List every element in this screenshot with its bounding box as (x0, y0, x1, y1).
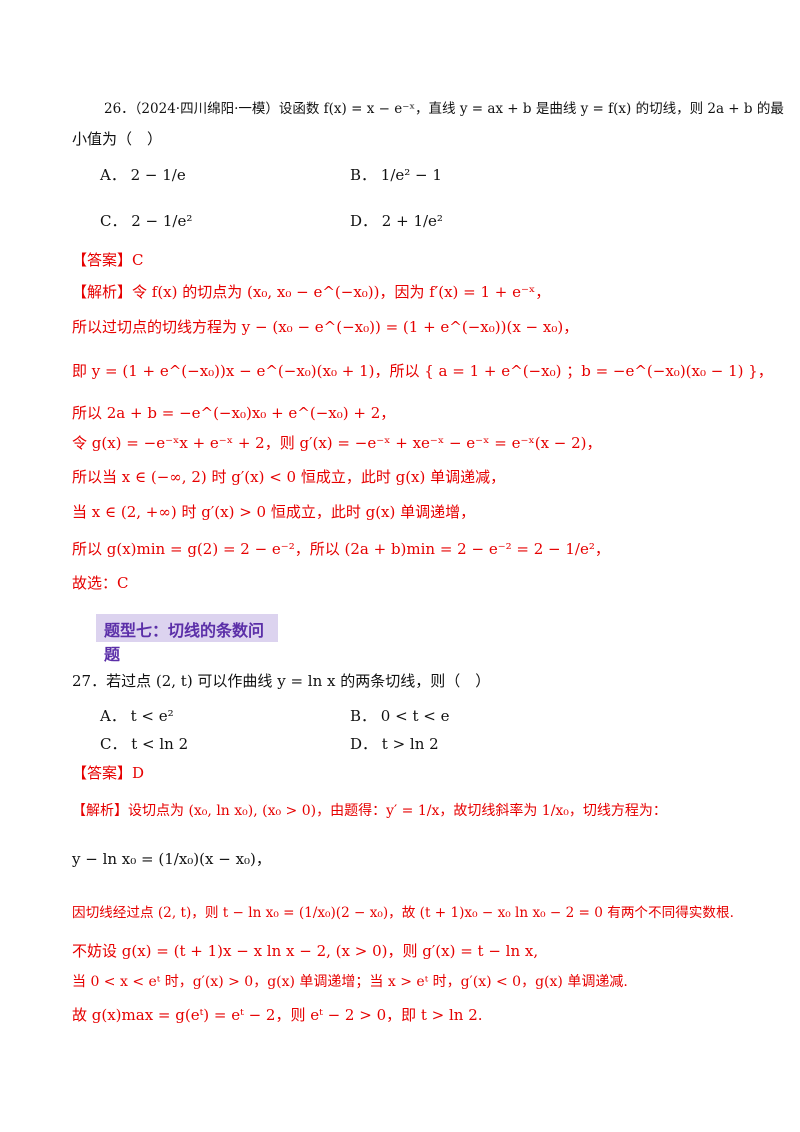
q27-solution-line: 故 g(x)max = g(eᵗ) = eᵗ − 2，则 eᵗ − 2 > 0，… (72, 1006, 483, 1024)
q26-answer: 【答案】C (72, 251, 144, 269)
q27-solution-line: 不妨设 g(x) = (t + 1)x − x ln x − 2, (x > 0… (72, 942, 539, 960)
q27-option-c: C． t < ln 2 (100, 735, 189, 753)
section-header: 题型七：切线的条数问题 (96, 614, 278, 664)
q27-stem: 27．若过点 (2, t) 可以作曲线 y = ln x 的两条切线，则（ ） (72, 672, 491, 690)
q26-stem-line1: 26．（2024·四川绵阳·一模）设函数 f(x) = x − e⁻ˣ，直线 y… (104, 101, 784, 117)
q26-solution-line: 所以当 x ∈ (−∞, 2) 时 g′(x) < 0 恒成立，此时 g(x) … (72, 468, 506, 486)
q26-solution-line: 即 y = (1 + e^(−x₀))x − e^(−x₀)(x₀ + 1)，所… (72, 362, 773, 380)
q27-solution-line: 因切线经过点 (2, t)，则 t − ln x₀ = (1/x₀)(2 − x… (72, 905, 734, 921)
section-title: 题型七：切线的条数问题 (104, 621, 265, 664)
q26-stem-line2: 小值为（ ） (72, 130, 163, 148)
q26-solution-line: 【解析】令 f(x) 的切点为 (x₀, x₀ − e^(−x₀))，因为 f′… (72, 283, 551, 301)
q26-solution-line: 所以 g(x)min = g(2) = 2 − e⁻²，所以 (2a + b)m… (72, 540, 610, 558)
q27-answer: 【答案】D (72, 764, 145, 782)
q27-solution-line: 当 0 < x < eᵗ 时，g′(x) > 0，g(x) 单调递增；当 x >… (72, 974, 628, 990)
q26-solution-line: 令 g(x) = −e⁻ˣx + e⁻ˣ + 2，则 g′(x) = −e⁻ˣ … (72, 434, 602, 452)
q26-solution-line: 故选：C (72, 574, 129, 592)
q26-solution-line: 所以 2a + b = −e^(−x₀)x₀ + e^(−x₀) + 2， (72, 404, 396, 422)
q27-option-d: D． t > ln 2 (350, 735, 439, 753)
q27-option-b: B． 0 < t < e (350, 707, 450, 725)
q26-solution-line: 当 x ∈ (2, +∞) 时 g′(x) > 0 恒成立，此时 g(x) 单调… (72, 503, 476, 521)
q27-solution-line: 【解析】设切点为 (x₀, ln x₀), (x₀ > 0)，由题得：y′ = … (72, 803, 667, 819)
q27-option-a: A． t < e² (100, 707, 174, 725)
q26-option-b: B． 1/e² − 1 (350, 166, 442, 184)
q26-option-c: C． 2 − 1/e² (100, 212, 193, 230)
q26-option-a: A． 2 − 1/e (100, 166, 186, 184)
q26-solution-line: 所以过切点的切线方程为 y − (x₀ − e^(−x₀)) = (1 + e^… (72, 318, 579, 336)
q27-solution-line: y − ln x₀ = (1/x₀)(x − x₀)， (72, 850, 271, 868)
q26-option-d: D． 2 + 1/e² (350, 212, 443, 230)
